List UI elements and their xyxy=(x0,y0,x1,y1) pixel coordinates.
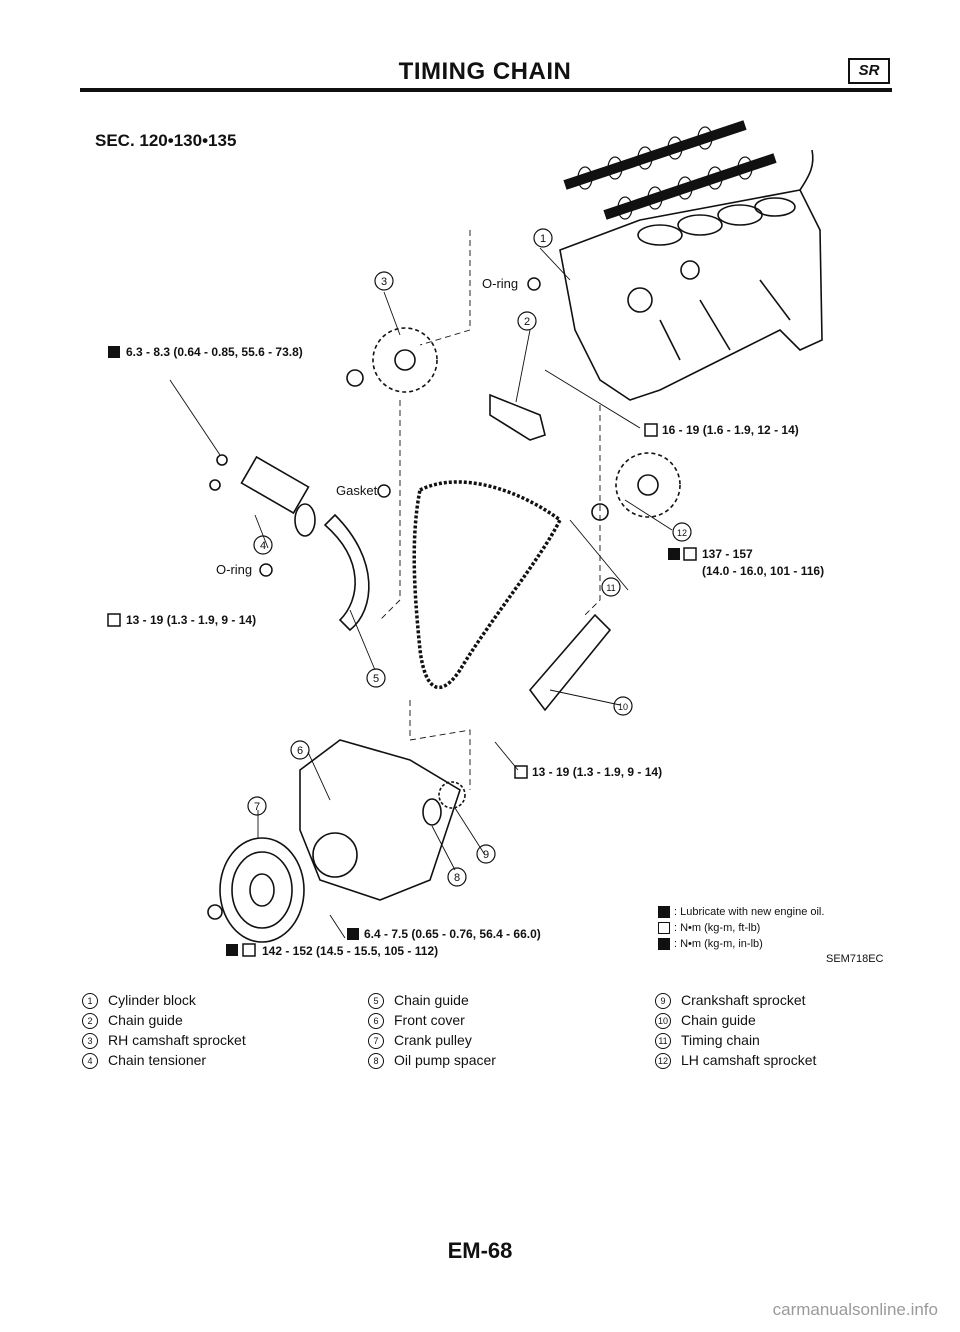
callout-12: 12 xyxy=(677,528,687,538)
torque-lh-sprocket-a: 137 - 157 xyxy=(702,547,753,561)
page-title: TIMING CHAIN xyxy=(398,58,572,85)
symbol-legend: : Lubricate with new engine oil. : N•m (… xyxy=(658,904,824,952)
legend-row-nm-ftlb: : N•m (kg-m, ft-lb) xyxy=(658,920,824,936)
callout-9: 9 xyxy=(483,849,489,861)
upper-chain-guide-illustration xyxy=(489,393,546,441)
header-rule xyxy=(80,88,892,92)
callout-11: 11 xyxy=(606,583,615,593)
timing-chain-illustration xyxy=(412,480,563,690)
torque-lower-guide: 13 - 19 (1.3 - 1.9, 9 - 14) xyxy=(532,765,662,779)
torque-labels: 6.3 - 8.3 (0.64 - 0.85, 55.6 - 73.8) 16 … xyxy=(107,345,824,958)
torque-front-cover: 6.4 - 7.5 (0.65 - 0.76, 56.4 - 66.0) xyxy=(364,927,541,941)
callout-10: 10 xyxy=(618,702,628,712)
callout-2: 2 xyxy=(524,316,530,328)
legend-row-lubricate: : Lubricate with new engine oil. xyxy=(658,904,824,920)
callout-3: 3 xyxy=(381,276,387,288)
torque-upper-guide: 16 - 19 (1.6 - 1.9, 12 - 14) xyxy=(662,423,799,437)
legend-row-nm-inlb: : N•m (kg-m, in-lb) xyxy=(658,936,824,952)
oring-top-label: O-ring xyxy=(482,276,518,291)
rh-camshaft-sprocket-illustration xyxy=(346,327,438,393)
callout-7: 7 xyxy=(254,801,260,813)
torque-rh-sprocket: 6.3 - 8.3 (0.64 - 0.85, 55.6 - 73.8) xyxy=(126,345,303,359)
site-watermark[interactable]: carmanualsonline.info xyxy=(772,1300,938,1319)
torque-tensioner: 13 - 19 (1.3 - 1.9, 9 - 14) xyxy=(126,613,256,627)
oil-can-icon xyxy=(658,906,670,918)
page-header: TIMING CHAIN SR xyxy=(80,58,890,92)
oring-left-label: O-ring xyxy=(216,562,252,577)
front-cover-illustration xyxy=(299,739,461,901)
lower-chain-guide-illustration xyxy=(528,613,612,712)
gasket-label: Gasket xyxy=(336,483,378,498)
oil-pump-spacer-illustration xyxy=(422,798,442,826)
section-code: SEC. 120•130•135 xyxy=(95,131,237,150)
chain-tensioner-illustration xyxy=(209,454,316,537)
crankshaft-sprocket-illustration xyxy=(438,781,466,809)
callout-1: 1 xyxy=(540,233,546,245)
callout-4: 4 xyxy=(260,540,266,552)
tensioner-guide-illustration xyxy=(323,513,370,632)
page-number: EM-68 xyxy=(447,1238,513,1263)
torque-wrench-small-icon xyxy=(658,938,670,950)
lh-camshaft-sprocket-illustration xyxy=(591,452,681,521)
engine-badge: SR xyxy=(848,58,890,84)
torque-wrench-icon xyxy=(658,922,670,934)
crank-pulley-illustration xyxy=(207,837,305,943)
seal-labels: O-ring O-ring Gasket xyxy=(216,276,541,577)
callout-6: 6 xyxy=(297,745,303,757)
callout-8: 8 xyxy=(454,872,460,884)
cylinder-block-illustration xyxy=(559,149,823,401)
figure-ref-code: SEM718EC xyxy=(826,953,884,965)
callout-5: 5 xyxy=(373,673,379,685)
camshaft-illustration xyxy=(563,120,777,220)
torque-lh-sprocket-b: (14.0 - 16.0, 101 - 116) xyxy=(702,564,824,578)
torque-crank-pulley: 142 - 152 (14.5 - 15.5, 105 - 112) xyxy=(262,944,438,958)
